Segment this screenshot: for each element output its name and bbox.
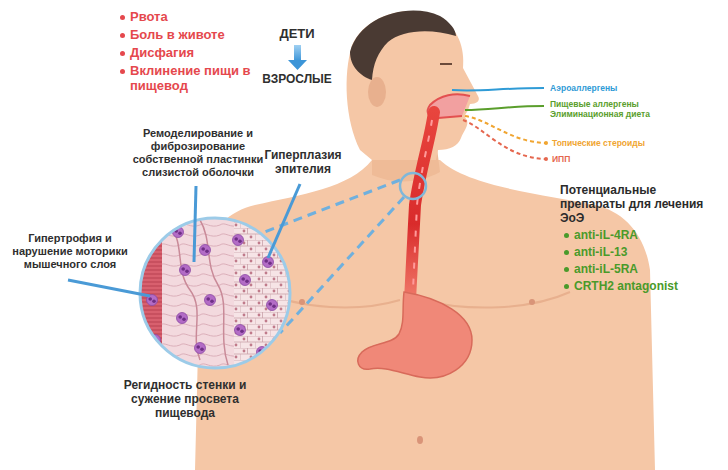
callout-label: Ремоделирование и фиброзирование собстве… [122,127,274,179]
label-text: Пищевые аллергены [550,99,639,109]
line-end-dot [544,157,548,161]
allergen-label: Пищевые аллергены [550,99,639,109]
callout-label: Гипертрофия и нарушение моторики мышечно… [4,232,136,271]
label-text: Гипертрофия и нарушение моторики мышечно… [12,232,127,270]
therapy-label: Элиминационная диета [550,109,650,119]
therapy-label: ИПП [552,154,570,164]
label-text: Элиминационная диета [550,109,650,119]
age-arrow-head [288,60,307,70]
symptom-item: Дисфагия [120,45,194,60]
leader-line [194,186,196,262]
nipple [299,299,305,305]
bullet-dot [564,233,569,238]
bullet-dot [120,15,125,20]
label-text: anti-iL-4RA [574,228,638,242]
stomach [358,292,472,378]
label-text: ИПП [552,154,570,164]
label-text: anti-iL-13 [574,245,627,259]
bullet-dot [120,51,125,56]
line-end-dot [544,141,548,145]
ear [368,77,386,107]
esophagus [410,112,434,300]
drug-item: anti-iL-13 [564,245,627,259]
magnified-wall [135,213,295,373]
label-text: anti-iL-5RA [574,262,638,276]
bullet-dot [564,284,569,289]
drug-item: CRTH2 antagonist [564,279,678,293]
symptom-item: Боль в животе [120,27,225,42]
hair [350,11,456,80]
navel [417,436,423,444]
age-arrow-shaft [294,45,301,61]
label-text: Топические стероиды [552,138,645,148]
age-label: ДЕТИ [252,26,342,41]
label-text: Ремоделирование и фиброзирование собстве… [133,127,263,178]
zoom-line [280,197,404,333]
bullet-dot [564,267,569,272]
head [347,11,479,160]
label-text: Рвота [130,9,168,24]
label-text: Регидность стенки и сужение просвета пищ… [124,378,247,420]
caption-label: Регидность стенки и сужение просвета пищ… [112,378,258,420]
drug-heading: Потенциальные препараты для лечения ЭоЭ [560,183,722,225]
label-text: Гиперплазия эпителия [264,148,341,176]
steroid-line [465,116,546,143]
therapy-label: Топические стероиды [552,138,645,148]
callout-label: Гиперплазия эпителия [258,148,348,176]
label-text: Вклинение пищи в пищевод [130,63,250,93]
aeroallergen-line [452,88,544,91]
label-text: ДЕТИ [279,26,314,41]
zoom-spot [400,173,426,199]
ppi-line [463,120,546,159]
allergen-label: Аэроаллергены [550,83,617,93]
label-text: Аэроаллергены [550,83,617,93]
drug-item: anti-iL-4RA [564,228,638,242]
magnifier-ring [140,218,290,368]
esophagus-highlight [413,120,432,290]
leader-line [268,184,300,258]
symptom-item: Вклинение пищи в пищевод [120,63,256,94]
age-label: ВЗРОСЛЫЕ [252,72,342,86]
food-allergen-line [465,106,544,110]
eye [440,63,452,65]
bullet-dot [120,33,125,38]
bullet-dot [564,250,569,255]
symptom-item: Рвота [120,9,168,24]
label-text: ВЗРОСЛЫЕ [262,72,332,86]
bullet-dot [120,69,125,74]
drug-item: anti-iL-5RA [564,262,638,276]
label-text: Потенциальные препараты для лечения ЭоЭ [560,183,703,225]
label-text: CRTH2 antagonist [574,279,678,293]
label-text: Дисфагия [130,45,194,60]
label-text: Боль в животе [130,27,225,42]
leader-line [68,280,150,296]
nipple [529,299,535,305]
